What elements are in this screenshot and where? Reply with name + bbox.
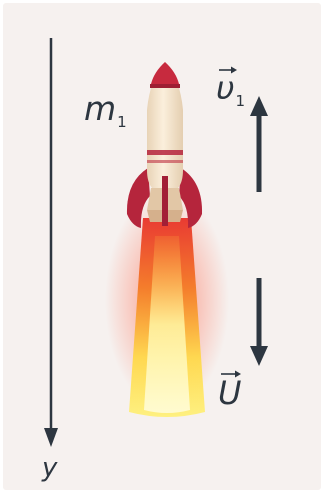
rocket-velocity-label: υ1: [216, 69, 245, 109]
y-axis-symbol: y: [42, 453, 58, 483]
mass-label: m1: [84, 89, 127, 130]
y-axis: [44, 38, 58, 447]
vector-arrow-u: [221, 370, 241, 378]
rocket-velocity-symbol: υ: [216, 69, 235, 107]
exhaust-velocity-symbol: U: [218, 374, 242, 412]
rocket: [126, 62, 203, 228]
y-axis-label: y: [42, 455, 57, 481]
vector-arrow-upsilon: [219, 66, 237, 74]
rocket-velocity-arrow: [250, 96, 268, 192]
mass-symbol: m: [84, 89, 117, 128]
exhaust-velocity-arrow: [250, 278, 268, 366]
mass-subscript: 1: [117, 113, 127, 131]
exhaust-velocity-label: U: [218, 377, 241, 409]
rocket-velocity-subscript: 1: [235, 92, 246, 110]
exhaust-flame: [105, 190, 229, 417]
